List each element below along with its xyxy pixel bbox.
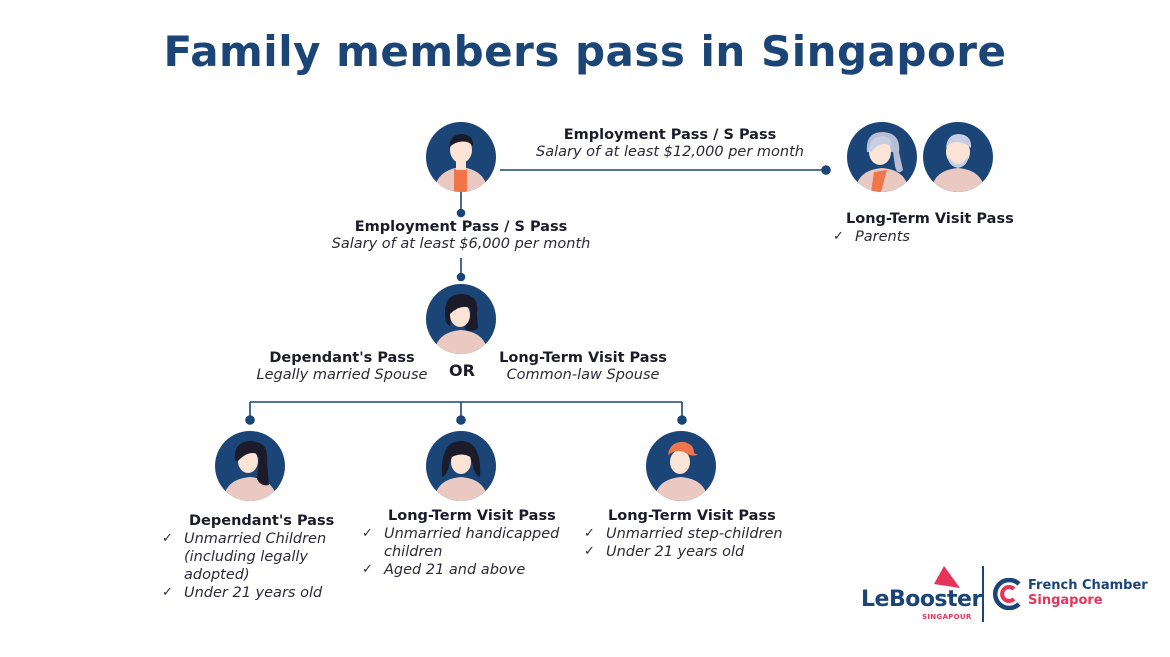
french-chamber-line1: French Chamber	[1028, 578, 1148, 593]
list-item: ✓Under 21 years old	[162, 585, 323, 601]
child-girl-avatar	[215, 431, 285, 501]
check-icon: ✓	[162, 585, 173, 600]
check-icon: ✓	[584, 526, 595, 541]
lebooster-wordmark: LeBooster	[861, 587, 982, 612]
child-boy-cap-avatar	[646, 431, 716, 501]
list-item: ✓Under 21 years old	[584, 544, 745, 560]
list-item: ✓Unmarried Children (including legally a…	[162, 531, 327, 583]
or-label: OR	[449, 361, 475, 380]
spouse-ltvp: Long-Term Visit Pass Common-law Spouse	[492, 350, 674, 383]
french-chamber-logo: French Chamber Singapore	[993, 577, 1153, 617]
parent-father-avatar	[923, 122, 993, 192]
parents-connector-dot	[821, 165, 831, 175]
list-item: ✓Aged 21 and above	[362, 562, 526, 578]
spouse-dependant-pass-title: Dependant's Pass	[269, 350, 415, 366]
parents-route-condition: Salary of at least $12,000 per month	[536, 144, 804, 160]
child-handicapped-block: Long-Term Visit Pass ✓Unmarried handicap…	[362, 508, 562, 579]
check-icon: ✓	[162, 531, 173, 546]
spouse-route-pass: Employment Pass / S Pass	[354, 219, 568, 235]
logo-divider	[982, 566, 984, 622]
spouse-dependant-pass: Dependant's Pass Legally married Spouse	[246, 350, 438, 383]
spouse-route-label: Employment Pass / S Pass Salary of at le…	[321, 219, 601, 252]
french-chamber-line2: Singapore	[1028, 593, 1103, 608]
check-icon: ✓	[833, 229, 844, 244]
parents-pass-block: Long-Term Visit Pass ✓Parents	[833, 211, 1014, 246]
french-chamber-emblem-icon	[993, 578, 1021, 610]
list-item: ✓Unmarried handicapped children	[362, 526, 560, 560]
child-dependant-pass-block: Dependant's Pass ✓Unmarried Children (in…	[162, 513, 335, 602]
parents-route-label: Employment Pass / S Pass Salary of at le…	[530, 127, 810, 160]
spouse-avatar	[426, 284, 496, 354]
parent-mother-avatar	[847, 122, 917, 192]
spouse-ltvp-desc: Common-law Spouse	[506, 367, 660, 383]
child-dependant-pass-title: Dependant's Pass	[189, 513, 335, 529]
parents-pass-title: Long-Term Visit Pass	[846, 211, 1014, 227]
child-step-block: Long-Term Visit Pass ✓Unmarried step-chi…	[584, 508, 804, 561]
list-item: ✓Unmarried step-children	[584, 526, 783, 542]
lebooster-triangle-icon	[934, 566, 960, 588]
spouse-dependant-pass-desc: Legally married Spouse	[256, 367, 428, 383]
spouse-ltvp-title: Long-Term Visit Pass	[499, 350, 667, 366]
lebooster-logo: LeBooster SINGAPOUR	[860, 566, 982, 622]
check-icon: ✓	[584, 544, 595, 559]
check-icon: ✓	[362, 562, 373, 577]
spouse-route-condition: Salary of at least $6,000 per month	[331, 236, 591, 252]
child-handicapped-title: Long-Term Visit Pass	[388, 508, 556, 524]
sponsor-man-avatar	[426, 122, 496, 192]
child-handicapped-avatar	[426, 431, 496, 501]
check-icon: ✓	[362, 526, 373, 541]
lebooster-sub: SINGAPOUR	[922, 613, 972, 621]
parents-item: ✓Parents	[833, 229, 910, 245]
parents-route-pass: Employment Pass / S Pass	[563, 127, 777, 143]
page-title: Family members pass in Singapore	[163, 27, 1007, 76]
child-step-title: Long-Term Visit Pass	[608, 508, 776, 524]
